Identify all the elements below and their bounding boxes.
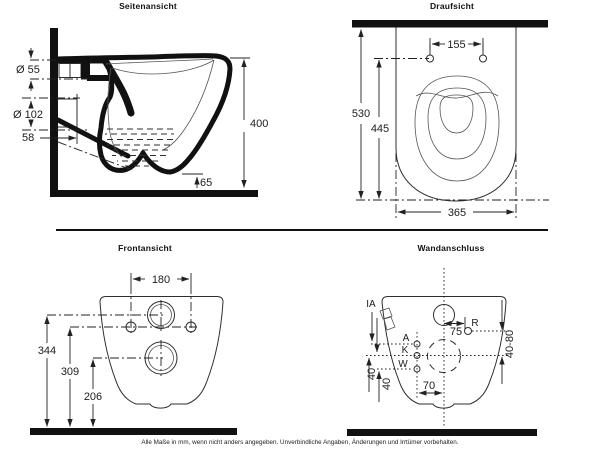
dim-seat-depth: 445: [371, 123, 389, 135]
top-dimensions: 155 530 445 365: [352, 29, 549, 219]
top-view-drawing: 155 530 445 365: [352, 20, 549, 219]
dim-k-to-w: 40: [381, 378, 393, 390]
top-view-title: Draufsicht: [429, 1, 475, 11]
label-r: R: [471, 318, 478, 329]
label-w: W: [398, 359, 408, 370]
section-divider: [56, 229, 548, 231]
flush-valve-symbol: [379, 307, 393, 320]
side-dimensions: Ø 55 Ø 102 58 400 65: [13, 48, 268, 189]
wall-and-floor-section: [50, 28, 258, 197]
dim-hole-spacing-top: 155: [447, 39, 465, 51]
dim-hole-height: 309: [61, 366, 79, 378]
label-ia: IA: [366, 299, 376, 310]
toilet-rear-outline: [379, 296, 507, 409]
dim-axis-offset: 70: [423, 380, 435, 392]
dim-inlet-height: 344: [38, 345, 56, 357]
label-a: A: [403, 333, 410, 344]
dim-width: 365: [448, 207, 466, 219]
dim-total-depth: 530: [352, 108, 370, 120]
dim-a-to-k: 40: [366, 368, 378, 380]
dim-outlet-height: 206: [84, 391, 102, 403]
wall-bar: [352, 20, 548, 28]
label-k: K: [402, 345, 409, 356]
dim-r-offset: 75: [450, 326, 462, 338]
dim-total-height: 400: [250, 118, 268, 130]
wall-connection-labels: IA A K W R: [366, 299, 478, 370]
wall-connection-drawing: IA A K W R 40 40 75 40-80 70: [347, 268, 537, 436]
wall-connection-axes: [366, 268, 509, 428]
side-view-drawing: Ø 55 Ø 102 58 400 65: [13, 28, 268, 197]
toilet-plan-outline: [395, 27, 517, 202]
dim-inlet-diameter: Ø 55: [16, 64, 40, 76]
dim-r-height-range: 40-80: [504, 330, 516, 358]
dim-hole-spacing-front: 180: [152, 274, 170, 286]
front-view-drawing: 180 344 309 206: [30, 273, 237, 435]
toilet-cross-section: [55, 53, 233, 175]
side-view-title: Seitenansicht: [119, 1, 177, 11]
floor-bar: [30, 428, 237, 435]
toilet-front-outline: [99, 296, 224, 409]
floor-bar: [347, 429, 537, 436]
front-view-title: Frontansicht: [118, 243, 172, 253]
footer-note: Alle Maße in mm, wenn nicht anders angeg…: [141, 439, 459, 446]
dim-outlet-diameter: Ø 102: [13, 109, 43, 121]
wall-view-title: Wandanschluss: [417, 243, 485, 253]
dim-outlet-stub-length: 58: [22, 132, 34, 144]
water-surface: [105, 128, 174, 167]
dim-bottom-clearance: 65: [200, 177, 212, 189]
wall-dimensions: 40 40 75 40-80 70: [366, 300, 516, 402]
front-dimensions: 180 344 309 206: [38, 273, 197, 427]
